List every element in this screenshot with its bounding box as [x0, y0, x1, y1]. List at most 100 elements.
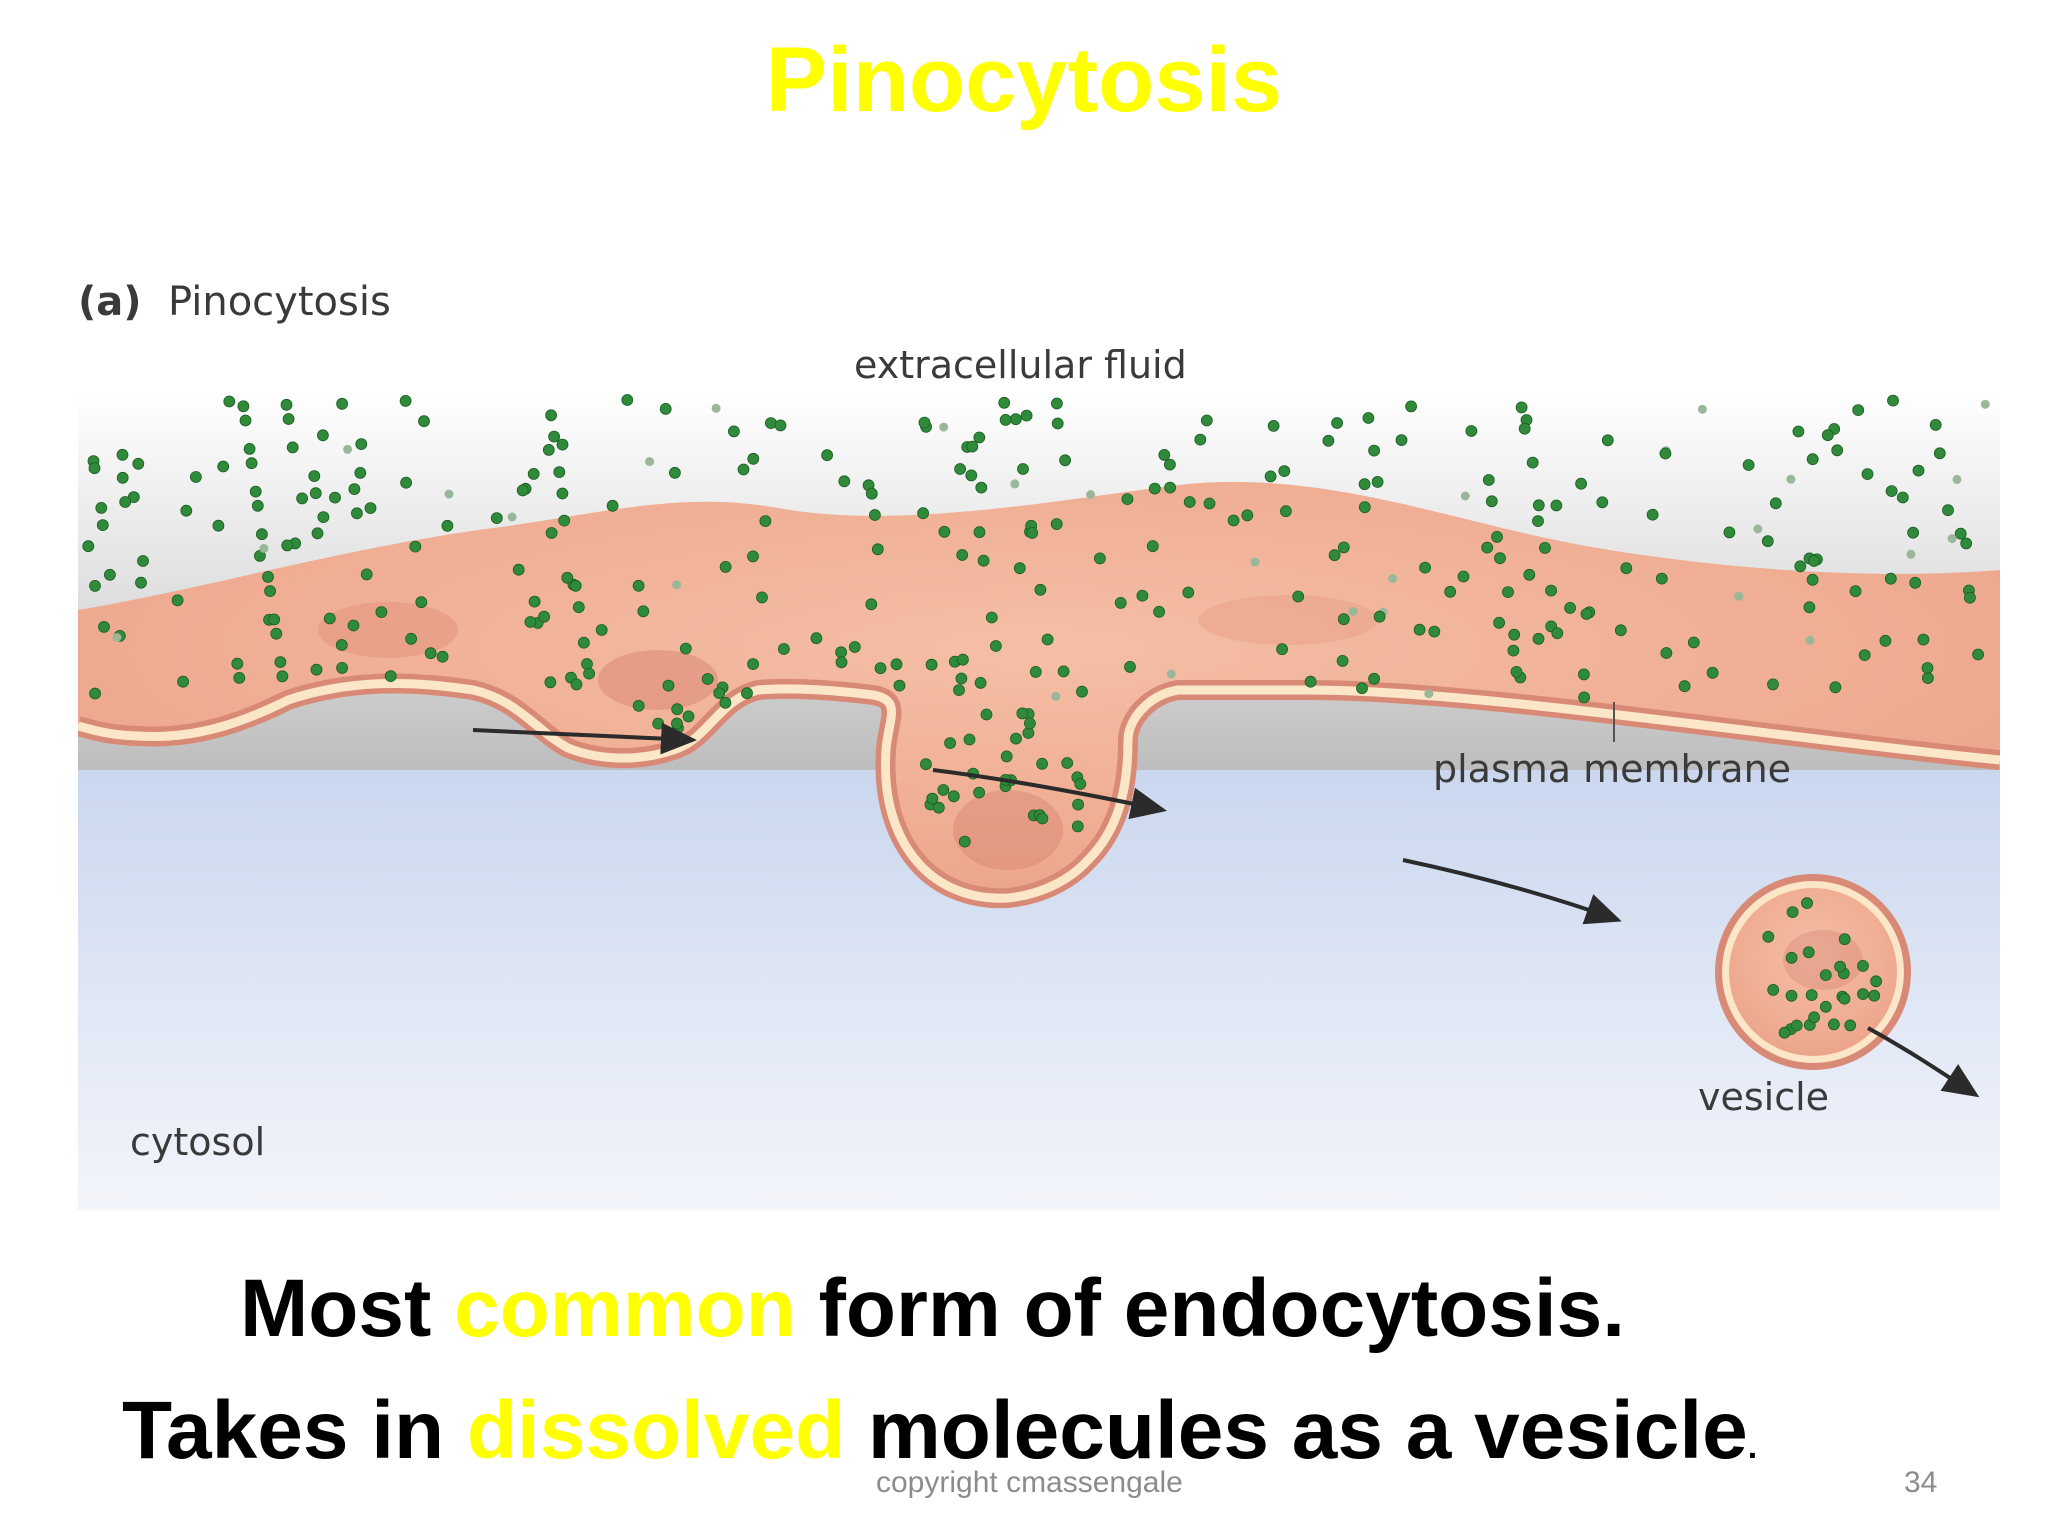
tissue-patch [318, 602, 458, 658]
solute-molecule-icon [249, 485, 262, 498]
caption-2-text-a: Takes in [122, 1385, 467, 1476]
solute-molecule-icon [82, 540, 95, 553]
solute-molecule-icon [1564, 601, 1576, 614]
solute-molecule-icon [1805, 635, 1815, 645]
pinocytosis-figure: (a) Pinocytosis extracellular fluid plas… [78, 270, 2000, 1210]
solute-molecule-icon [1870, 975, 1882, 988]
tissue-patch [953, 790, 1063, 870]
solute-molecule-icon [973, 431, 986, 444]
solute-molecule-icon [966, 440, 979, 453]
solute-molecule-icon [1022, 727, 1035, 739]
solute-molecule-icon [621, 394, 634, 406]
caption-line-1: Most common form of endocytosis. [0, 1262, 2048, 1356]
solute-molecule-icon [1337, 613, 1350, 626]
solute-molecule-icon [1885, 485, 1898, 498]
solute-molecule-icon [1917, 633, 1930, 646]
solute-molecule-icon [1578, 691, 1590, 704]
vesicle-label: vesicle [1698, 1075, 1829, 1119]
solute-molecule-icon [1362, 412, 1375, 424]
solute-molecule-icon [1203, 497, 1216, 510]
solute-molecule-icon [1907, 526, 1919, 539]
solute-molecule-icon [1578, 668, 1590, 681]
solute-molecule-icon [89, 687, 102, 700]
solute-molecule-icon [1164, 458, 1176, 471]
solute-molecule-icon [1808, 555, 1820, 567]
solute-molecule-icon [1164, 481, 1176, 494]
caption-1-text-b: form of endocytosis. [795, 1263, 1626, 1354]
solute-molecule-icon [1036, 812, 1049, 825]
solute-molecule-icon [1250, 557, 1260, 567]
solute-molecule-icon [1013, 562, 1026, 575]
solute-molecule-icon [1838, 992, 1851, 1005]
solute-molecule-icon [88, 462, 101, 475]
solute-molecule-icon [954, 463, 966, 475]
solute-molecule-icon [980, 708, 993, 721]
solute-molecule-icon [1580, 608, 1593, 620]
solute-molecule-icon [1336, 654, 1349, 667]
solute-molecule-icon [316, 429, 329, 442]
solute-molecule-icon [871, 543, 884, 556]
solute-molecule-icon [1785, 951, 1798, 964]
solute-molecule-icon [553, 466, 566, 479]
solute-molecule-icon [835, 656, 848, 669]
solute-molecule-icon [1655, 572, 1668, 585]
solute-molecule-icon [1532, 632, 1545, 645]
solute-molecule-icon [1057, 665, 1070, 678]
solute-molecule-icon [223, 395, 236, 408]
solute-molecule-icon [1515, 401, 1528, 414]
solute-molecule-icon [1183, 496, 1196, 508]
solute-molecule-icon [1808, 1011, 1820, 1024]
solute-molecule-icon [1801, 897, 1813, 909]
solute-molecule-icon [444, 489, 454, 499]
solute-molecule-icon [1278, 465, 1291, 478]
solute-molecule-icon [556, 438, 569, 451]
solute-molecule-icon [1413, 623, 1426, 636]
solute-molecule-icon [251, 499, 264, 512]
solute-molecule-icon [1348, 606, 1358, 616]
solute-molecule-icon [424, 647, 437, 660]
copyright-footer: copyright cmassengale [876, 1466, 1183, 1499]
solute-molecule-icon [1153, 605, 1165, 618]
solute-molecule-icon [405, 632, 418, 645]
solute-molecule-icon [1146, 540, 1159, 553]
solute-molecule-icon [1395, 434, 1408, 447]
solute-molecule-icon [662, 679, 675, 692]
solute-molecule-icon [311, 527, 324, 540]
solute-molecule-icon [1059, 454, 1071, 467]
solute-molecule-icon [973, 786, 985, 799]
solute-molecule-icon [103, 568, 116, 581]
solute-molecule-icon [974, 676, 987, 689]
solute-molecule-icon [848, 641, 861, 653]
solute-molecule-icon [538, 610, 551, 623]
solute-molecule-icon [701, 673, 714, 685]
solute-molecule-icon [1539, 541, 1551, 554]
solute-molecule-icon [384, 670, 397, 683]
solute-molecule-icon [545, 409, 558, 422]
solute-molecule-icon [756, 591, 768, 604]
solute-molecule-icon [1551, 627, 1564, 640]
solute-molecule-icon [1803, 601, 1816, 614]
solute-molecule-icon [1857, 988, 1869, 1000]
solute-molecule-icon [282, 413, 295, 425]
solute-molecule-icon [1029, 665, 1042, 678]
solute-molecule-icon [1844, 1019, 1857, 1032]
solute-molecule-icon [938, 525, 951, 538]
solute-molecule-icon [1074, 778, 1087, 790]
solute-molecule-icon [441, 519, 454, 532]
plasma-membrane-label: plasma membrane [1433, 747, 1791, 791]
solute-molecule-icon [524, 616, 537, 628]
slide-title: Pinocytosis [765, 29, 1283, 131]
solute-molecule-icon [1794, 560, 1807, 573]
solute-molecule-icon [570, 678, 583, 691]
solute-molecule-icon [1010, 732, 1022, 745]
solute-molecule-icon [1734, 591, 1744, 601]
solute-molecule-icon [1424, 689, 1434, 699]
solute-molecule-icon [759, 515, 772, 528]
solute-molecule-icon [595, 624, 608, 636]
solute-molecule-icon [1921, 662, 1934, 674]
solute-molecule-icon [1000, 750, 1013, 763]
solute-molecule-icon [119, 496, 132, 508]
solute-molecule-icon [1723, 526, 1736, 539]
solute-molecule-icon [1831, 444, 1844, 457]
solute-molecule-icon [171, 594, 184, 607]
